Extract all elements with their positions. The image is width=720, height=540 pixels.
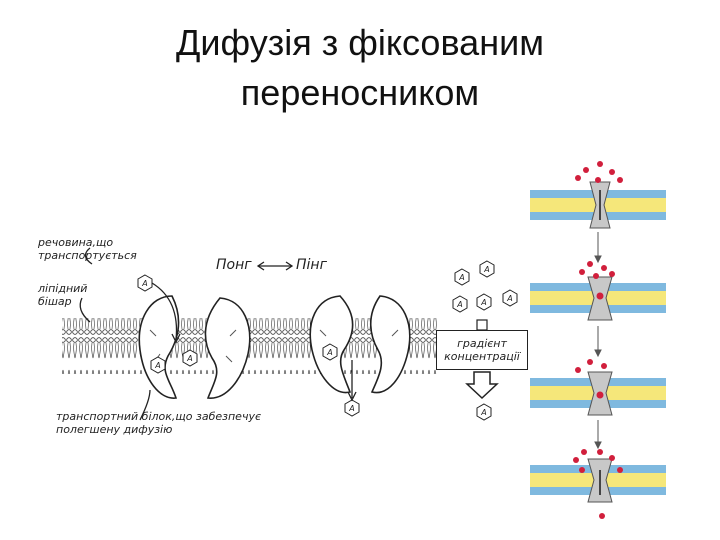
arrows (79, 247, 357, 421)
arrow-head (171, 333, 181, 344)
gradient-box: градієнт концентрації (436, 330, 528, 370)
label-pointer (79, 297, 91, 323)
bilayer-label-line-2: бішар (38, 295, 72, 308)
molecule-a: A (322, 343, 338, 361)
molecule-a: A (344, 399, 360, 417)
gradient-label-line-2: концентрації (444, 350, 520, 363)
substance-label-line-1: речовина,що (38, 236, 114, 249)
substance-label-line-2: транспортується (38, 249, 137, 262)
membrane-panel-4 (530, 458, 666, 503)
svg-text:A: A (186, 354, 192, 363)
arrow-in (151, 282, 178, 341)
transport-protein-2 (309, 295, 411, 394)
svg-text:A: A (456, 300, 462, 309)
bilayer-label-line-1: ліпідний (38, 282, 88, 295)
title-line-1: Дифузія з фіксованим (176, 22, 544, 63)
ping-label: Понг (216, 257, 252, 273)
svg-text:A: A (348, 404, 354, 413)
molecule-a: A (502, 289, 518, 307)
svg-text:A: A (506, 294, 512, 303)
molecule-a: A (479, 260, 495, 278)
panel-arrows (594, 232, 602, 450)
arrow-head (347, 391, 357, 402)
gradient-arrow (465, 371, 499, 400)
svg-text:A: A (480, 298, 486, 307)
protein-label-line-1: транспортний білок,що забезпечує (56, 410, 261, 423)
svg-text:A: A (154, 361, 160, 370)
svg-text:A: A (458, 273, 464, 282)
molecule-a: A (452, 295, 468, 313)
svg-text:A: A (326, 348, 332, 357)
svg-text:A: A (483, 265, 489, 274)
arrow-head (256, 261, 294, 271)
protein-label: транспортний білок,що забезпечує полегше… (56, 410, 261, 436)
molecule-group: A A A A A A A A A A A (137, 260, 518, 421)
protein-label-line-2: полегшену дифузію (56, 423, 173, 436)
red-molecules (573, 161, 623, 519)
molecule-a: A (454, 268, 470, 286)
membrane-panel-1 (530, 181, 666, 229)
svg-text:A: A (480, 408, 486, 417)
label-pointer (84, 247, 93, 265)
molecule-a: A (137, 274, 153, 292)
molecule-a: A (150, 356, 166, 374)
svg-text:A: A (141, 279, 147, 288)
molecule-a: A (476, 293, 492, 311)
substance-label: речовина,що транспортується (38, 236, 137, 262)
title-line-2: переносником (240, 72, 480, 113)
molecule-a: A (476, 403, 492, 421)
molecule-a: A (182, 349, 198, 367)
bilayer-label: ліпідний бішар (38, 282, 87, 308)
pong-label: Пінг (296, 257, 327, 273)
gradient-label-line-1: градієнт (457, 337, 507, 350)
membrane-panels (530, 161, 666, 519)
page-title: Дифузія з фіксованим переносником (0, 18, 720, 118)
label-pointer (139, 389, 151, 421)
gradient-arrow-top (476, 319, 488, 331)
